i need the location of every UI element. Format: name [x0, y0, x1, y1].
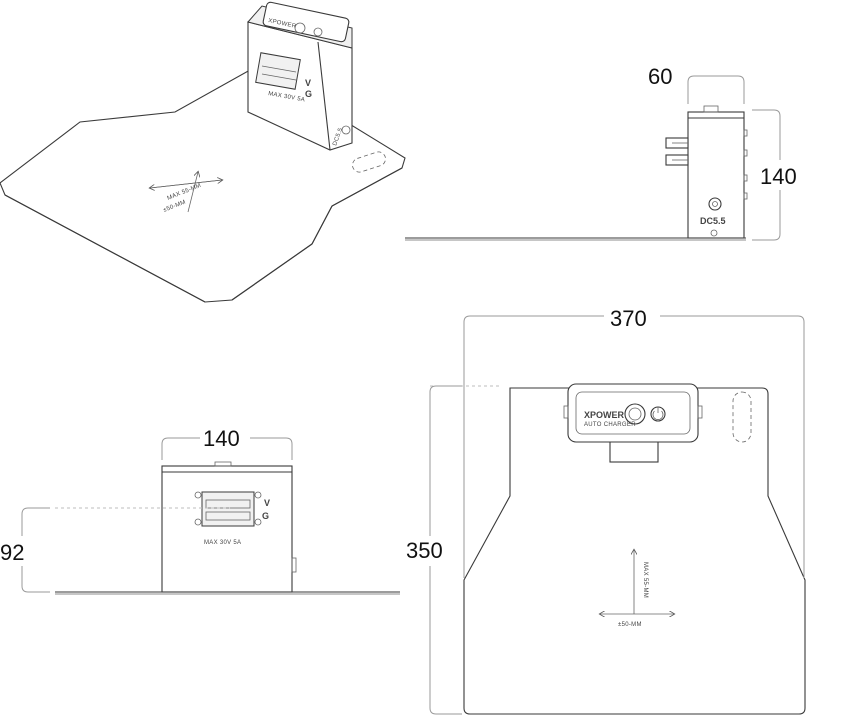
iso-slot: [352, 151, 386, 173]
iso-dc-port: [341, 125, 351, 135]
top-button: [624, 403, 646, 425]
iso-brand-label: XPOWER: [268, 18, 297, 30]
top-marking-horizontal: ±50-MM: [618, 622, 642, 628]
top-brand-label: XPOWER: [584, 410, 625, 420]
top-marking-vertical: MAX 55-MM: [642, 562, 648, 598]
top-view: XPOWER AUTO CHARGER MAX 55-MM ±50-MM 370…: [404, 304, 806, 715]
iso-power-icon: [313, 27, 323, 37]
isometric-view: XPOWER V G MAX 30V 5A DC5.5 MAX 55-MM ±5…: [0, 1, 406, 303]
front-rating-label: MAX 30V 5A: [204, 540, 241, 546]
side-view: DC5.5 60 140: [405, 64, 804, 241]
side-dim-60: 60: [648, 64, 672, 89]
side-dim-140: 140: [760, 164, 797, 189]
top-device-base: [609, 439, 659, 463]
front-box: [161, 465, 293, 593]
front-view: V G MAX 30V 5A 140 92: [0, 424, 400, 595]
front-terminal-v: V: [264, 498, 270, 508]
iso-top-panel: [262, 1, 350, 43]
side-box: [687, 111, 745, 239]
top-slot: [732, 391, 752, 443]
iso-plate-edge: [4, 167, 403, 303]
side-port-label: DC5.5: [700, 216, 726, 226]
front-dim-140: 140: [203, 426, 240, 451]
side-dim-60-line: [687, 75, 745, 104]
top-dim-350: 350: [406, 538, 443, 563]
iso-box-side: [317, 41, 331, 151]
iso-terminal-v: V: [305, 78, 311, 88]
front-terminal-g: G: [262, 511, 269, 521]
top-brand-subtitle: AUTO CHARGER: [584, 422, 636, 428]
top-dim-370: 370: [610, 306, 647, 331]
front-terminal-block: [201, 491, 255, 527]
front-dim-92: 92: [0, 540, 24, 565]
iso-terminal-block: [255, 52, 301, 90]
side-dc-port: [708, 197, 722, 211]
iso-button: [294, 22, 306, 34]
iso-terminal-g: G: [305, 89, 312, 99]
